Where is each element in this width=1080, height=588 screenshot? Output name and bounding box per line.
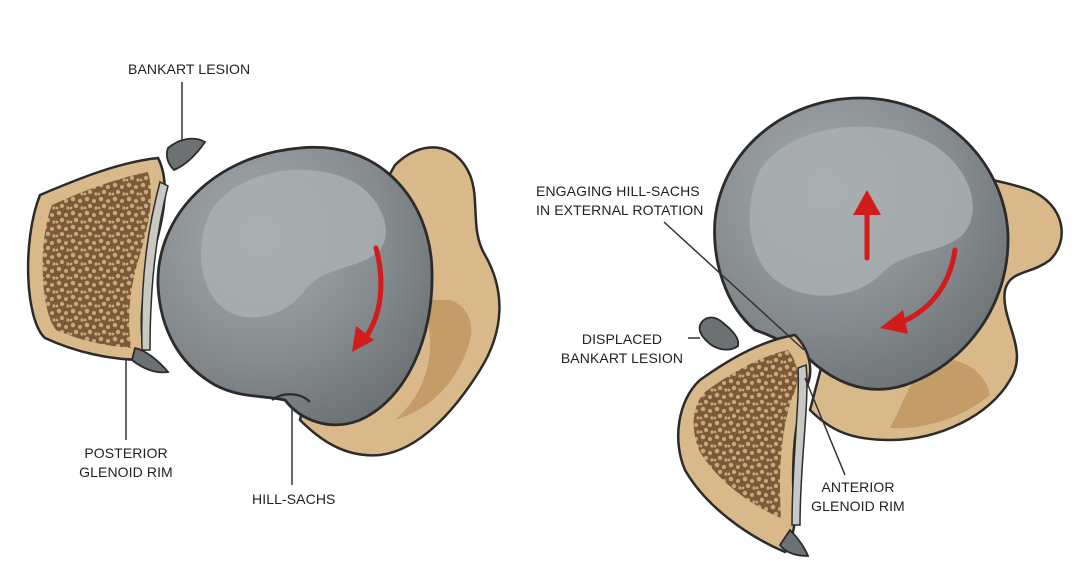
label-hill-sachs: HILL-SACHS [252, 491, 336, 507]
label-posterior-glenoid-rim-line2: GLENOID RIM [79, 464, 173, 480]
label-anterior-glenoid-rim-line1: ANTERIOR [821, 479, 895, 495]
label-displaced-bankart-line2: BANKART LESION [560, 350, 684, 366]
label-engaging-hill-sachs: ENGAGING HILL-SACHS IN EXTERNAL ROTATION [536, 182, 703, 220]
label-displaced-bankart-lesion: DISPLACED BANKART LESION [555, 330, 689, 368]
leader-anterior-glenoid-rim [804, 377, 846, 476]
left-bone-shade [395, 300, 472, 420]
right-glenoid-cancellous [693, 350, 798, 518]
right-rotation-arrow-shaft [899, 247, 958, 325]
label-anterior-glenoid-rim: ANTERIOR GLENOID RIM [806, 478, 910, 516]
left-bankart-lesion-fragment [165, 137, 207, 172]
left-shoulder-illustration [26, 82, 501, 485]
label-anterior-glenoid-rim-line2: GLENOID RIM [811, 498, 905, 514]
label-posterior-glenoid-rim: POSTERIOR GLENOID RIM [76, 444, 176, 482]
left-posterior-rim-fragment [130, 346, 170, 374]
label-bankart-lesion: BANKART LESION [128, 61, 251, 77]
left-head-highlight [201, 169, 386, 318]
left-rotation-arrow-shaft [362, 245, 384, 341]
label-displaced-bankart-line1: DISPLACED [581, 331, 663, 347]
right-rotation-arrow-head [880, 310, 908, 334]
right-up-arrow-head [853, 190, 881, 215]
right-displaced-bankart-fragment [698, 316, 740, 351]
left-glenoid-cartilage [141, 180, 169, 351]
label-engaging-hill-sachs-line1: ENGAGING HILL-SACHS [536, 183, 700, 199]
right-bone-shade [890, 359, 990, 429]
right-glenoid-cartilage [791, 363, 808, 526]
right-shoulder-illustration [663, 96, 1063, 557]
label-engaging-hill-sachs-line2: IN EXTERNAL ROTATION [536, 202, 704, 218]
label-posterior-glenoid-rim-line1: POSTERIOR [84, 445, 168, 461]
left-glenoid-cancellous [42, 172, 151, 348]
left-hill-sachs-defect [271, 393, 311, 403]
right-anterior-rim-fragment [778, 528, 810, 557]
left-rotation-arrow-head [352, 326, 374, 352]
leader-engaging-hill-sachs [663, 221, 805, 351]
